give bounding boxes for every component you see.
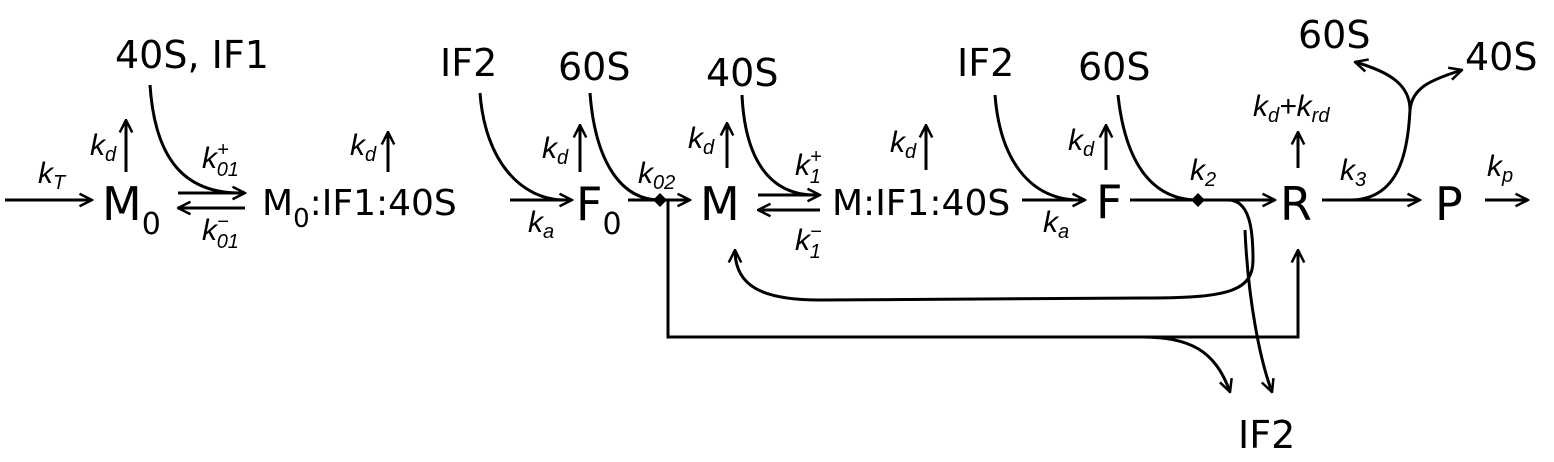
rate-k1-plus: k+1 [795,146,822,188]
arrow-40S-release [1408,70,1462,111]
curve-IF2-2 [993,94,1081,202]
rate-ka: ka [528,206,554,243]
input-IF2: IF2 [440,41,497,85]
rate-k02: k02 [638,157,675,194]
rate-kd-2: kd [350,129,377,166]
curve-60S [588,92,661,202]
junction-diamond-2 [1191,193,1205,207]
rate-kd-5: kd [890,126,917,163]
rate-kT: kT [38,157,67,194]
input-40S-IF1: 40S, IF1 [115,33,269,77]
species-M0-IF1-40S: M0:IF1:40S [262,183,457,234]
arrow-60S-release [1349,62,1412,202]
curve-40S-IF1 [148,84,241,195]
curve-IF2 [478,92,566,202]
arrow-IF2-release-1 [1139,335,1230,392]
rate-kd-6: kd [1068,124,1095,161]
curve-60S-2 [1116,94,1199,202]
rate-ka-2: ka [1043,206,1069,243]
output-60S: 60S [1298,13,1370,57]
rate-kp: kp [1487,150,1513,187]
rate-kd-3: kd [542,132,569,169]
rate-kd-4: kd [688,122,715,159]
species-F: F [1096,175,1122,229]
curve-40S-2 [740,94,816,197]
arrow-IF2-release-2 [1243,229,1272,392]
rate-k2: k2 [1190,154,1216,191]
species-P: P [1435,177,1463,231]
arrow-recycle-to-M [735,198,1255,302]
rate-k01-plus: k+01 [202,139,239,181]
input-40S: 40S [706,51,778,95]
rate-kd-1: kd [90,129,117,166]
output-IF2: IF2 [1238,413,1295,457]
species-M0: M0 [102,177,161,242]
rate-k1-minus: k−1 [795,221,822,263]
rate-k3: k3 [1340,154,1366,191]
reaction-arrows [5,62,1528,392]
path-F0-to-R [666,200,1298,339]
input-60S: 60S [558,45,630,89]
species-F0: F0 [576,177,622,242]
input-60S-2: 60S [1078,45,1150,89]
junction-diamond [653,193,667,207]
species-M-IF1-40S: M:IF1:40S [832,183,1010,224]
rate-kd-krd: kd+krd [1253,90,1330,127]
species-M: M [700,177,740,231]
species-R: R [1280,177,1312,231]
input-IF2-2: IF2 [957,41,1014,85]
output-40S: 40S [1465,35,1537,79]
rate-k01-minus: k−01 [202,211,239,253]
